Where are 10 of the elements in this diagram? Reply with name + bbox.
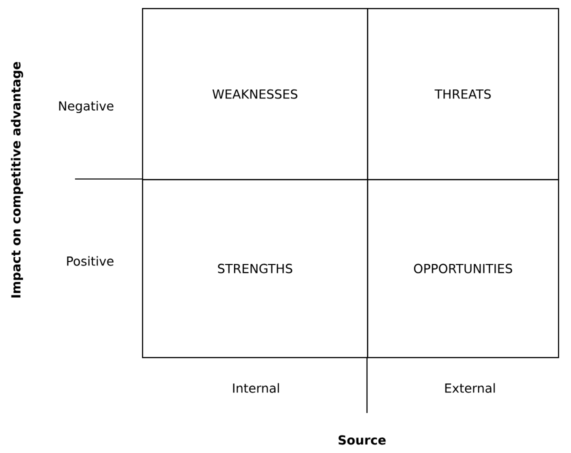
axis-title: Source — [338, 435, 386, 445]
axis-label: Internal — [233, 383, 279, 393]
quadrant-box: WEAKNESSES — [142, 8, 368, 180]
quadrant-box: STRENGTHS — [142, 179, 368, 358]
axis-title: Impact on competitive advantage — [10, 62, 24, 298]
axis-label: Positive — [67, 256, 114, 266]
axis-label: External — [445, 383, 495, 393]
quadrant-box: THREATS — [367, 8, 560, 180]
quadrant-box: OPPORTUNITIES — [367, 179, 560, 358]
axis-label: Negative — [59, 100, 114, 114]
